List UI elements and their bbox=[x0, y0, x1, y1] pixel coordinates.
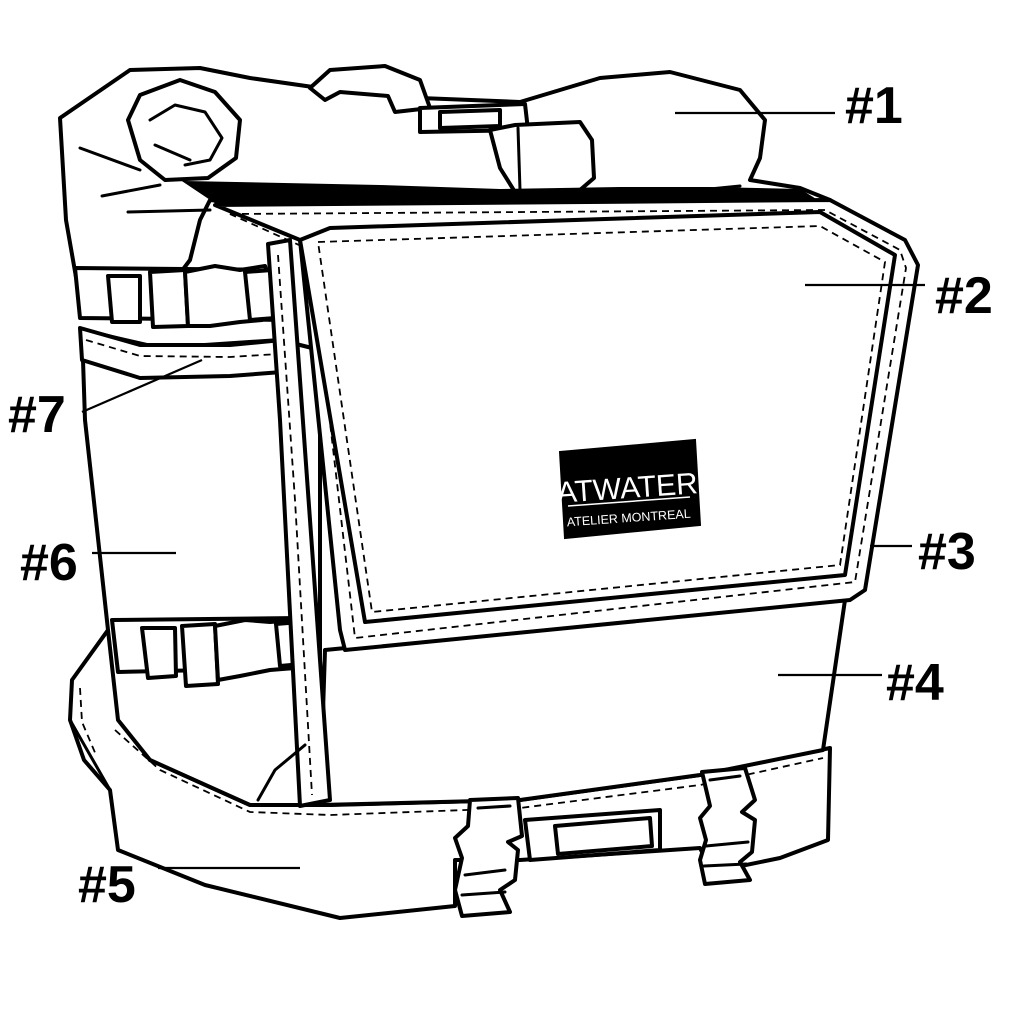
callout-2: #2 bbox=[935, 267, 993, 325]
callout-6: #6 bbox=[20, 534, 78, 592]
logo-patch: ATWATER ATELIER MONTREAL bbox=[556, 440, 700, 538]
side-band bbox=[80, 328, 282, 378]
callout-1: #1 bbox=[845, 77, 903, 135]
callout-4: #4 bbox=[886, 654, 944, 712]
callout-7: #7 bbox=[8, 386, 66, 444]
upper-side-strap bbox=[75, 266, 292, 327]
callout-3: #3 bbox=[918, 523, 976, 581]
callout-5: #5 bbox=[78, 856, 136, 914]
